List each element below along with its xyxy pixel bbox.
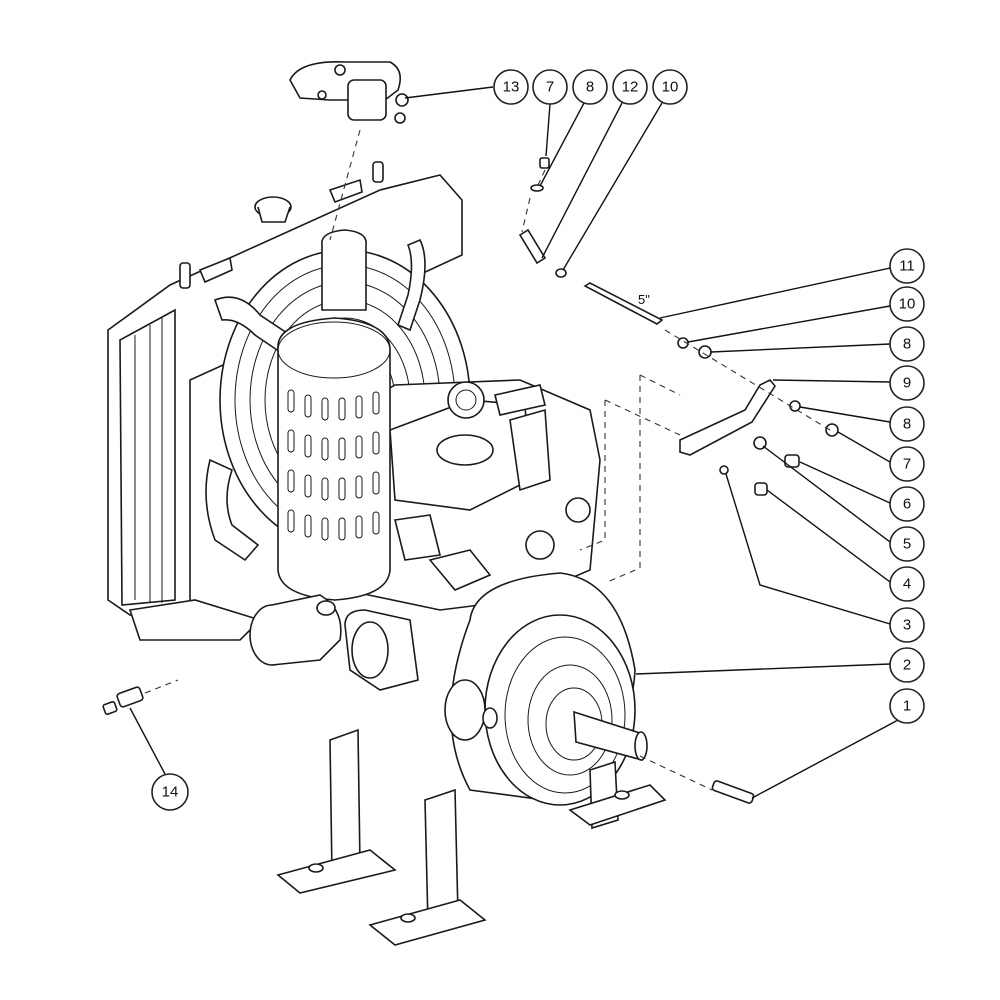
- muffler: [277, 229, 391, 601]
- flywheel-housing: [444, 572, 648, 806]
- callout-11: 11: [659, 248, 925, 319]
- part-14-sensor: [102, 686, 144, 715]
- svg-text:9: 9: [903, 375, 911, 392]
- svg-text:6: 6: [903, 496, 911, 513]
- svg-text:5: 5: [903, 536, 911, 553]
- svg-text:11: 11: [899, 258, 915, 275]
- svg-text:8: 8: [586, 79, 594, 96]
- svg-text:8: 8: [903, 416, 911, 433]
- engine-block: [329, 379, 601, 611]
- callout-10-top: 10: [562, 69, 688, 271]
- svg-text:2: 2: [903, 657, 911, 674]
- part-1-key: [711, 780, 755, 804]
- alignment-lines: [144, 129, 831, 791]
- part-13-clip: [289, 61, 409, 124]
- engine-illustration: 5": [102, 61, 839, 946]
- hardware-top: [518, 157, 567, 278]
- svg-text:12: 12: [622, 79, 639, 96]
- callout-2: 2: [635, 647, 925, 683]
- svg-text:13: 13: [503, 79, 520, 96]
- svg-text:8: 8: [903, 336, 911, 353]
- svg-text:3: 3: [903, 617, 911, 634]
- callout-7-right: 7: [837, 431, 925, 482]
- callout-3: 3: [725, 473, 925, 643]
- callout-12: 12: [541, 69, 648, 259]
- callout-8-top: 8: [539, 69, 608, 187]
- callout-7-top: 7: [532, 69, 568, 157]
- svg-text:7: 7: [903, 456, 911, 473]
- callout-14: 14: [129, 707, 189, 811]
- callout-9: 9: [772, 365, 925, 401]
- callout-5: 5: [762, 445, 925, 562]
- callout-8-right-a: 8: [710, 326, 925, 362]
- svg-text:4: 4: [903, 576, 911, 593]
- svg-text:10: 10: [662, 79, 679, 96]
- callout-4: 4: [766, 489, 925, 602]
- starter-motor: [344, 609, 419, 691]
- svg-text:1: 1: [903, 698, 911, 715]
- callout-6: 6: [799, 461, 925, 522]
- callout-1: 1: [751, 688, 925, 799]
- callout-10-right: 10: [687, 286, 925, 343]
- coolant-hoses: [205, 238, 426, 562]
- svg-text:7: 7: [546, 79, 554, 96]
- hardware-right: [583, 282, 839, 496]
- callout-13: 13: [404, 69, 529, 105]
- svg-text:10: 10: [899, 296, 916, 313]
- angle-annotation: 5": [638, 292, 650, 307]
- callouts: 13 7 8 12 10 11 10: [129, 69, 925, 811]
- callout-8-right-b: 8: [799, 406, 925, 442]
- mounting-legs: [276, 728, 667, 946]
- oil-filter: [249, 594, 342, 666]
- svg-text:14: 14: [162, 784, 179, 801]
